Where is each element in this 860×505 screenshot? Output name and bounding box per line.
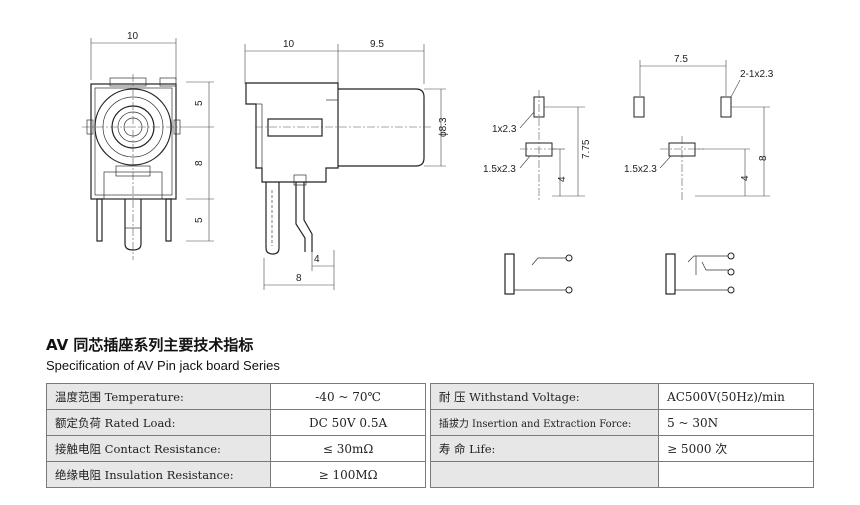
pcb2-label-signal: 2-1x2.3 [740,69,774,80]
table-row: 温度范围 Temperature: -40 ~ 70℃ 耐 压 Withstan… [45,383,814,410]
technical-drawing: 10 5 8 5 [82,31,774,295]
spec-label: 耐 压 Withstand Voltage: [429,383,660,410]
terminal-2 [727,268,735,276]
table-row: 额定负荷 Rated Load: DC 50V 0.5A 插拔力 Inserti… [45,409,814,436]
side-dim-pin-span: 8 [296,273,302,284]
spec-gap [425,435,431,462]
terminal-ground [565,286,573,294]
title-chinese: AV 同芯插座系列主要技术指标 [46,336,254,354]
side-dim-barrel: 9.5 [370,39,384,50]
spec-label: 插拔力 Insertion and Extraction Force: [429,409,660,436]
spec-value [658,461,814,488]
side-dim-body: 10 [283,39,295,50]
pcb-layout-1: 1x2.3 1.5x2.3 7.75 4 [483,90,592,200]
spec-table: 温度范围 Temperature: -40 ~ 70℃ 耐 压 Withstan… [45,383,814,488]
pcb-layout-2: 7.5 2-1x2.3 1.5x2.3 8 4 [624,54,774,200]
pcb2-label-ground: 1.5x2.3 [624,164,657,175]
spec-label: 绝缘电阻 Insulation Resistance: [45,461,272,488]
terminal-signal [565,254,573,262]
terminal-ground [727,286,735,294]
spec-label: 接触电阻 Contact Resistance: [45,435,272,462]
pcb2-dim-pitch: 8 [758,155,769,161]
schematic-2 [665,252,735,295]
spec-gap [425,383,431,410]
table-row: 绝缘电阻 Insulation Resistance: ≥ 100MΩ [45,461,814,488]
schematic-1 [504,253,573,295]
spec-value: AC500V(50Hz)/min [658,383,814,410]
spec-value: ≤ 30mΩ [270,435,426,462]
spec-value: 5 ~ 30N [658,409,814,436]
front-dim-top: 5 [194,100,205,106]
front-dim-width: 10 [127,31,139,42]
spec-label: 寿 命 Life: [429,435,660,462]
spec-gap [425,461,431,488]
side-view: 10 9.5 ϕ8.3 4 8 [244,39,449,290]
pad-left [633,96,645,118]
pcb1-label-signal: 1x2.3 [492,124,517,135]
spec-gap [425,409,431,436]
front-dim-mid: 8 [194,160,205,166]
pcb1-dim-pitch: 7.75 [581,139,592,159]
spec-value: ≥ 100MΩ [270,461,426,488]
front-view: 10 5 8 5 [82,31,214,260]
spec-label: 温度范围 Temperature: [45,383,272,410]
pcb2-dim-spacing: 7.5 [674,54,688,65]
table-row: 接触电阻 Contact Resistance: ≤ 30mΩ 寿 命 Life… [45,435,814,462]
side-dim-diameter: ϕ8.3 [438,117,449,137]
pcb1-dim-ground: 4 [557,176,568,182]
spec-label [429,461,660,488]
pcb1-label-ground: 1.5x2.3 [483,164,516,175]
spec-value: DC 50V 0.5A [270,409,426,436]
title-english: Specification of AV Pin jack board Serie… [46,358,280,373]
pcb2-dim-ground: 4 [740,175,751,181]
side-dim-pin-offset: 4 [314,254,320,265]
front-dim-bottom: 5 [194,217,205,223]
spec-label: 额定负荷 Rated Load: [45,409,272,436]
spec-value: -40 ~ 70℃ [270,383,426,410]
terminal-1 [727,252,735,260]
spec-value: ≥ 5000 次 [658,435,814,462]
pad-right [720,96,732,118]
